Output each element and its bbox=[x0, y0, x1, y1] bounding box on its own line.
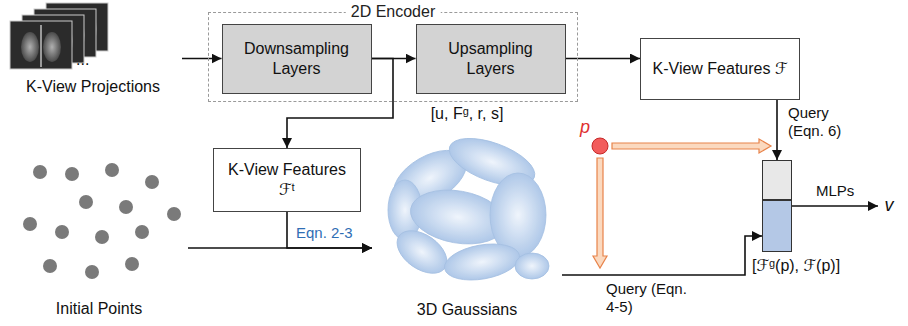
node-text: K-View Features ℱᵗ bbox=[222, 160, 352, 200]
point-dot bbox=[119, 200, 133, 214]
xray-spine bbox=[40, 25, 42, 67]
point-dot bbox=[23, 217, 37, 231]
point-dot bbox=[55, 225, 69, 239]
connector bbox=[566, 58, 641, 60]
node-text: [ℱᵍ(p), ℱ(p)] bbox=[752, 256, 840, 275]
point-dot bbox=[85, 265, 99, 279]
edge-label: Query (Eqn. 6) bbox=[786, 104, 856, 140]
node-text: 2D Encoder bbox=[346, 2, 441, 22]
connector bbox=[792, 205, 878, 207]
node-text: Downsampling Layers bbox=[231, 39, 363, 79]
process-box: Downsampling Layers bbox=[222, 24, 372, 94]
query-arrow bbox=[593, 158, 607, 268]
xray-lung bbox=[43, 32, 61, 62]
connector bbox=[182, 58, 222, 60]
query-point: p bbox=[576, 118, 612, 156]
node-text: p bbox=[580, 118, 590, 138]
vector-cell bbox=[762, 160, 792, 200]
point-dot bbox=[65, 167, 79, 181]
xray-stack bbox=[10, 3, 108, 69]
gaussian-cloud: [u, Fᵍ, r, s] 3D Gaussians bbox=[372, 103, 562, 323]
node-text: v bbox=[878, 194, 900, 217]
query-arrow bbox=[612, 139, 771, 153]
node-text: Initial Points bbox=[10, 299, 188, 319]
encoder-group: 2D EncoderDownsampling LayersUpsampling … bbox=[208, 12, 578, 102]
point-dot bbox=[145, 175, 159, 189]
connector bbox=[562, 236, 762, 275]
vector-cell bbox=[762, 200, 792, 252]
feature-vector: [ℱᵍ(p), ℱ(p)] bbox=[762, 160, 792, 252]
edge-label: Eqn. 2-3 bbox=[294, 224, 355, 242]
node-text: Upsampling Layers bbox=[425, 39, 557, 79]
xray-image bbox=[10, 21, 72, 69]
point-dot bbox=[135, 225, 149, 239]
node-text: K-View Projections bbox=[4, 77, 182, 97]
connector bbox=[287, 212, 372, 248]
point-dot bbox=[43, 259, 57, 273]
gaussian-ellipses bbox=[384, 129, 549, 286]
point-dot bbox=[125, 257, 139, 271]
xray-lung bbox=[21, 32, 39, 62]
connector bbox=[776, 100, 778, 160]
query-point-dot bbox=[592, 138, 608, 154]
feature-box: K-View Features ℱ bbox=[640, 38, 800, 100]
node-text: K-View Features ℱ bbox=[653, 59, 788, 79]
point-dot bbox=[95, 230, 109, 244]
point-dot bbox=[105, 163, 119, 177]
point-cloud: Initial Points bbox=[10, 160, 188, 322]
free-label: ... bbox=[76, 50, 89, 69]
gaussian-ellipse bbox=[515, 253, 549, 279]
output-value: v bbox=[878, 194, 900, 218]
node-text: 3D Gaussians bbox=[372, 300, 562, 320]
point-dot bbox=[33, 165, 47, 179]
edge-label: Query (Eqn. 4-5) bbox=[604, 280, 692, 316]
projection-stack: K-View Projections bbox=[4, 2, 182, 100]
edge-label: MLPs bbox=[814, 182, 856, 200]
gaussian-ellipse bbox=[442, 239, 523, 286]
point-dots bbox=[23, 163, 181, 279]
gaussian-ellipse bbox=[389, 222, 454, 282]
point-dot bbox=[79, 195, 93, 209]
point-dot bbox=[167, 207, 181, 221]
process-box: Upsampling Layers bbox=[416, 24, 566, 94]
node-text: [u, Fᵍ, r, s] bbox=[372, 104, 562, 124]
feature-box: K-View Features ℱᵗ bbox=[213, 148, 361, 212]
